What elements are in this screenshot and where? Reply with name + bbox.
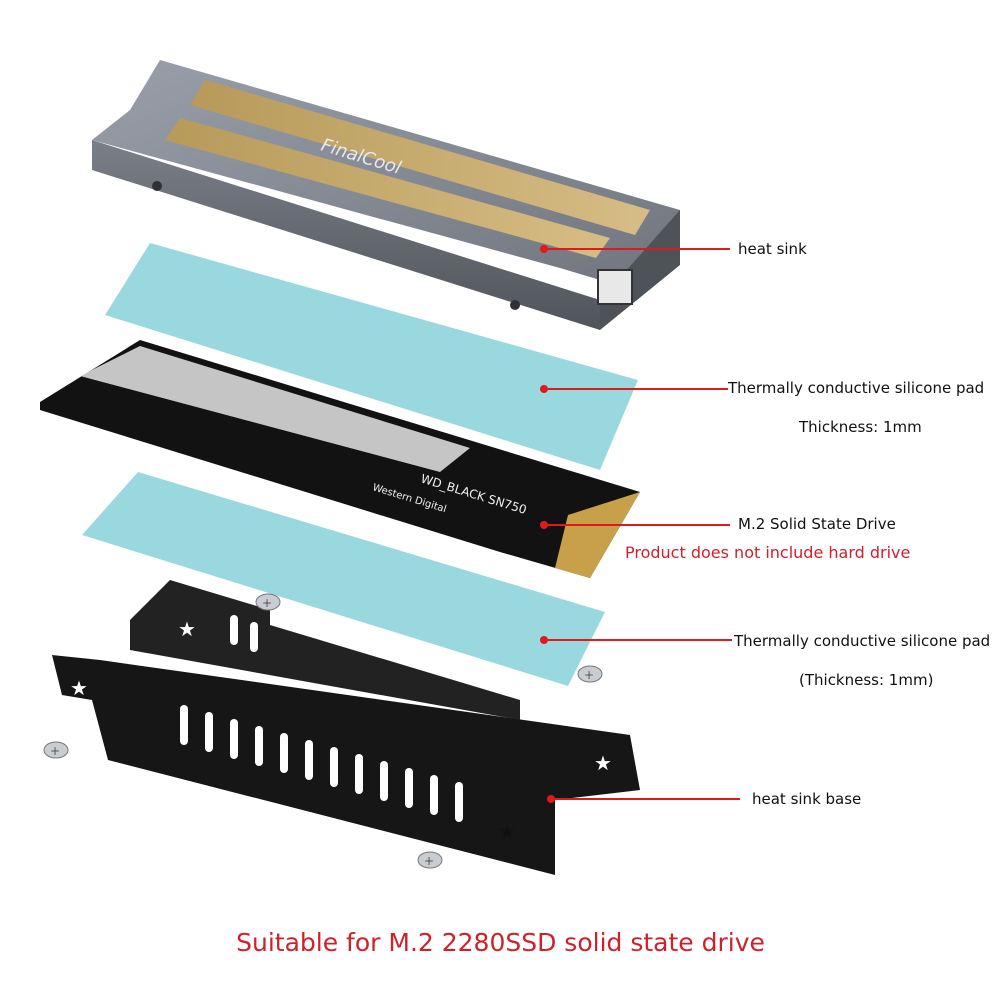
ssd-connector: [555, 492, 640, 578]
callout-dot: [540, 636, 548, 644]
star-icon: ★: [178, 617, 196, 641]
heat-sink-screw-hole: [152, 181, 162, 191]
ssd: WD_BLACK SN750 Western Digital: [40, 340, 640, 578]
callout-leader: [548, 388, 728, 390]
heat-sink-slot-2: [165, 118, 610, 258]
heat-sink: FinalCool: [92, 60, 680, 330]
callout-leader: [548, 248, 730, 250]
label-silicone-pad-bottom: Thermally conductive silicone pad: [734, 632, 991, 650]
svg-text:+: +: [50, 744, 60, 758]
callout-leader: [548, 524, 730, 526]
screw-icon: +: [577, 665, 603, 683]
label-pad-top-thickness: Thickness: 1mm: [799, 418, 922, 436]
callout-dot: [547, 795, 555, 803]
callout-leader: [548, 639, 732, 641]
silicone-pad-bottom: [82, 472, 605, 686]
star-icon: ★: [594, 751, 612, 775]
heat-sink-base: ★ ★ ★ ★: [52, 580, 640, 875]
heat-sink-slot-1: [190, 80, 650, 235]
base-back-plate: [130, 580, 520, 720]
screw-icon: +: [417, 851, 443, 869]
label-heat-sink-base: heat sink base: [752, 790, 862, 808]
heat-sink-side: [92, 140, 600, 330]
screw-icon: +: [255, 593, 281, 611]
base-vents: [180, 615, 463, 822]
star-icon: ★: [70, 676, 88, 700]
base-front-plate: [52, 655, 640, 875]
label-ssd: M.2 Solid State Drive: [738, 515, 896, 533]
label-silicone-pad-top: Thermally conductive silicone pad: [728, 379, 985, 397]
callout-dot: [540, 521, 548, 529]
label-heat-sink: heat sink: [738, 240, 807, 258]
svg-text:+: +: [424, 854, 434, 868]
label-pad-bottom-thickness: (Thickness: 1mm): [799, 671, 934, 689]
callout-dot: [540, 245, 548, 253]
compatibility-caption: Suitable for M.2 2280SSD solid state dri…: [236, 928, 765, 957]
ssd-not-included-note: Product does not include hard drive: [625, 543, 911, 562]
silicone-pad-top: [105, 243, 638, 470]
svg-text:+: +: [584, 668, 594, 682]
screws: + + + +: [43, 593, 603, 869]
heat-sink-screw-hole: [510, 300, 520, 310]
screw-icon: +: [43, 741, 69, 759]
callout-leader: [555, 798, 740, 800]
callout-dot: [540, 385, 548, 393]
ssd-sticker: [80, 346, 470, 472]
star-icon: ★: [498, 819, 516, 843]
heat-sink-fan-connector: [597, 269, 633, 305]
svg-text:+: +: [262, 596, 272, 610]
